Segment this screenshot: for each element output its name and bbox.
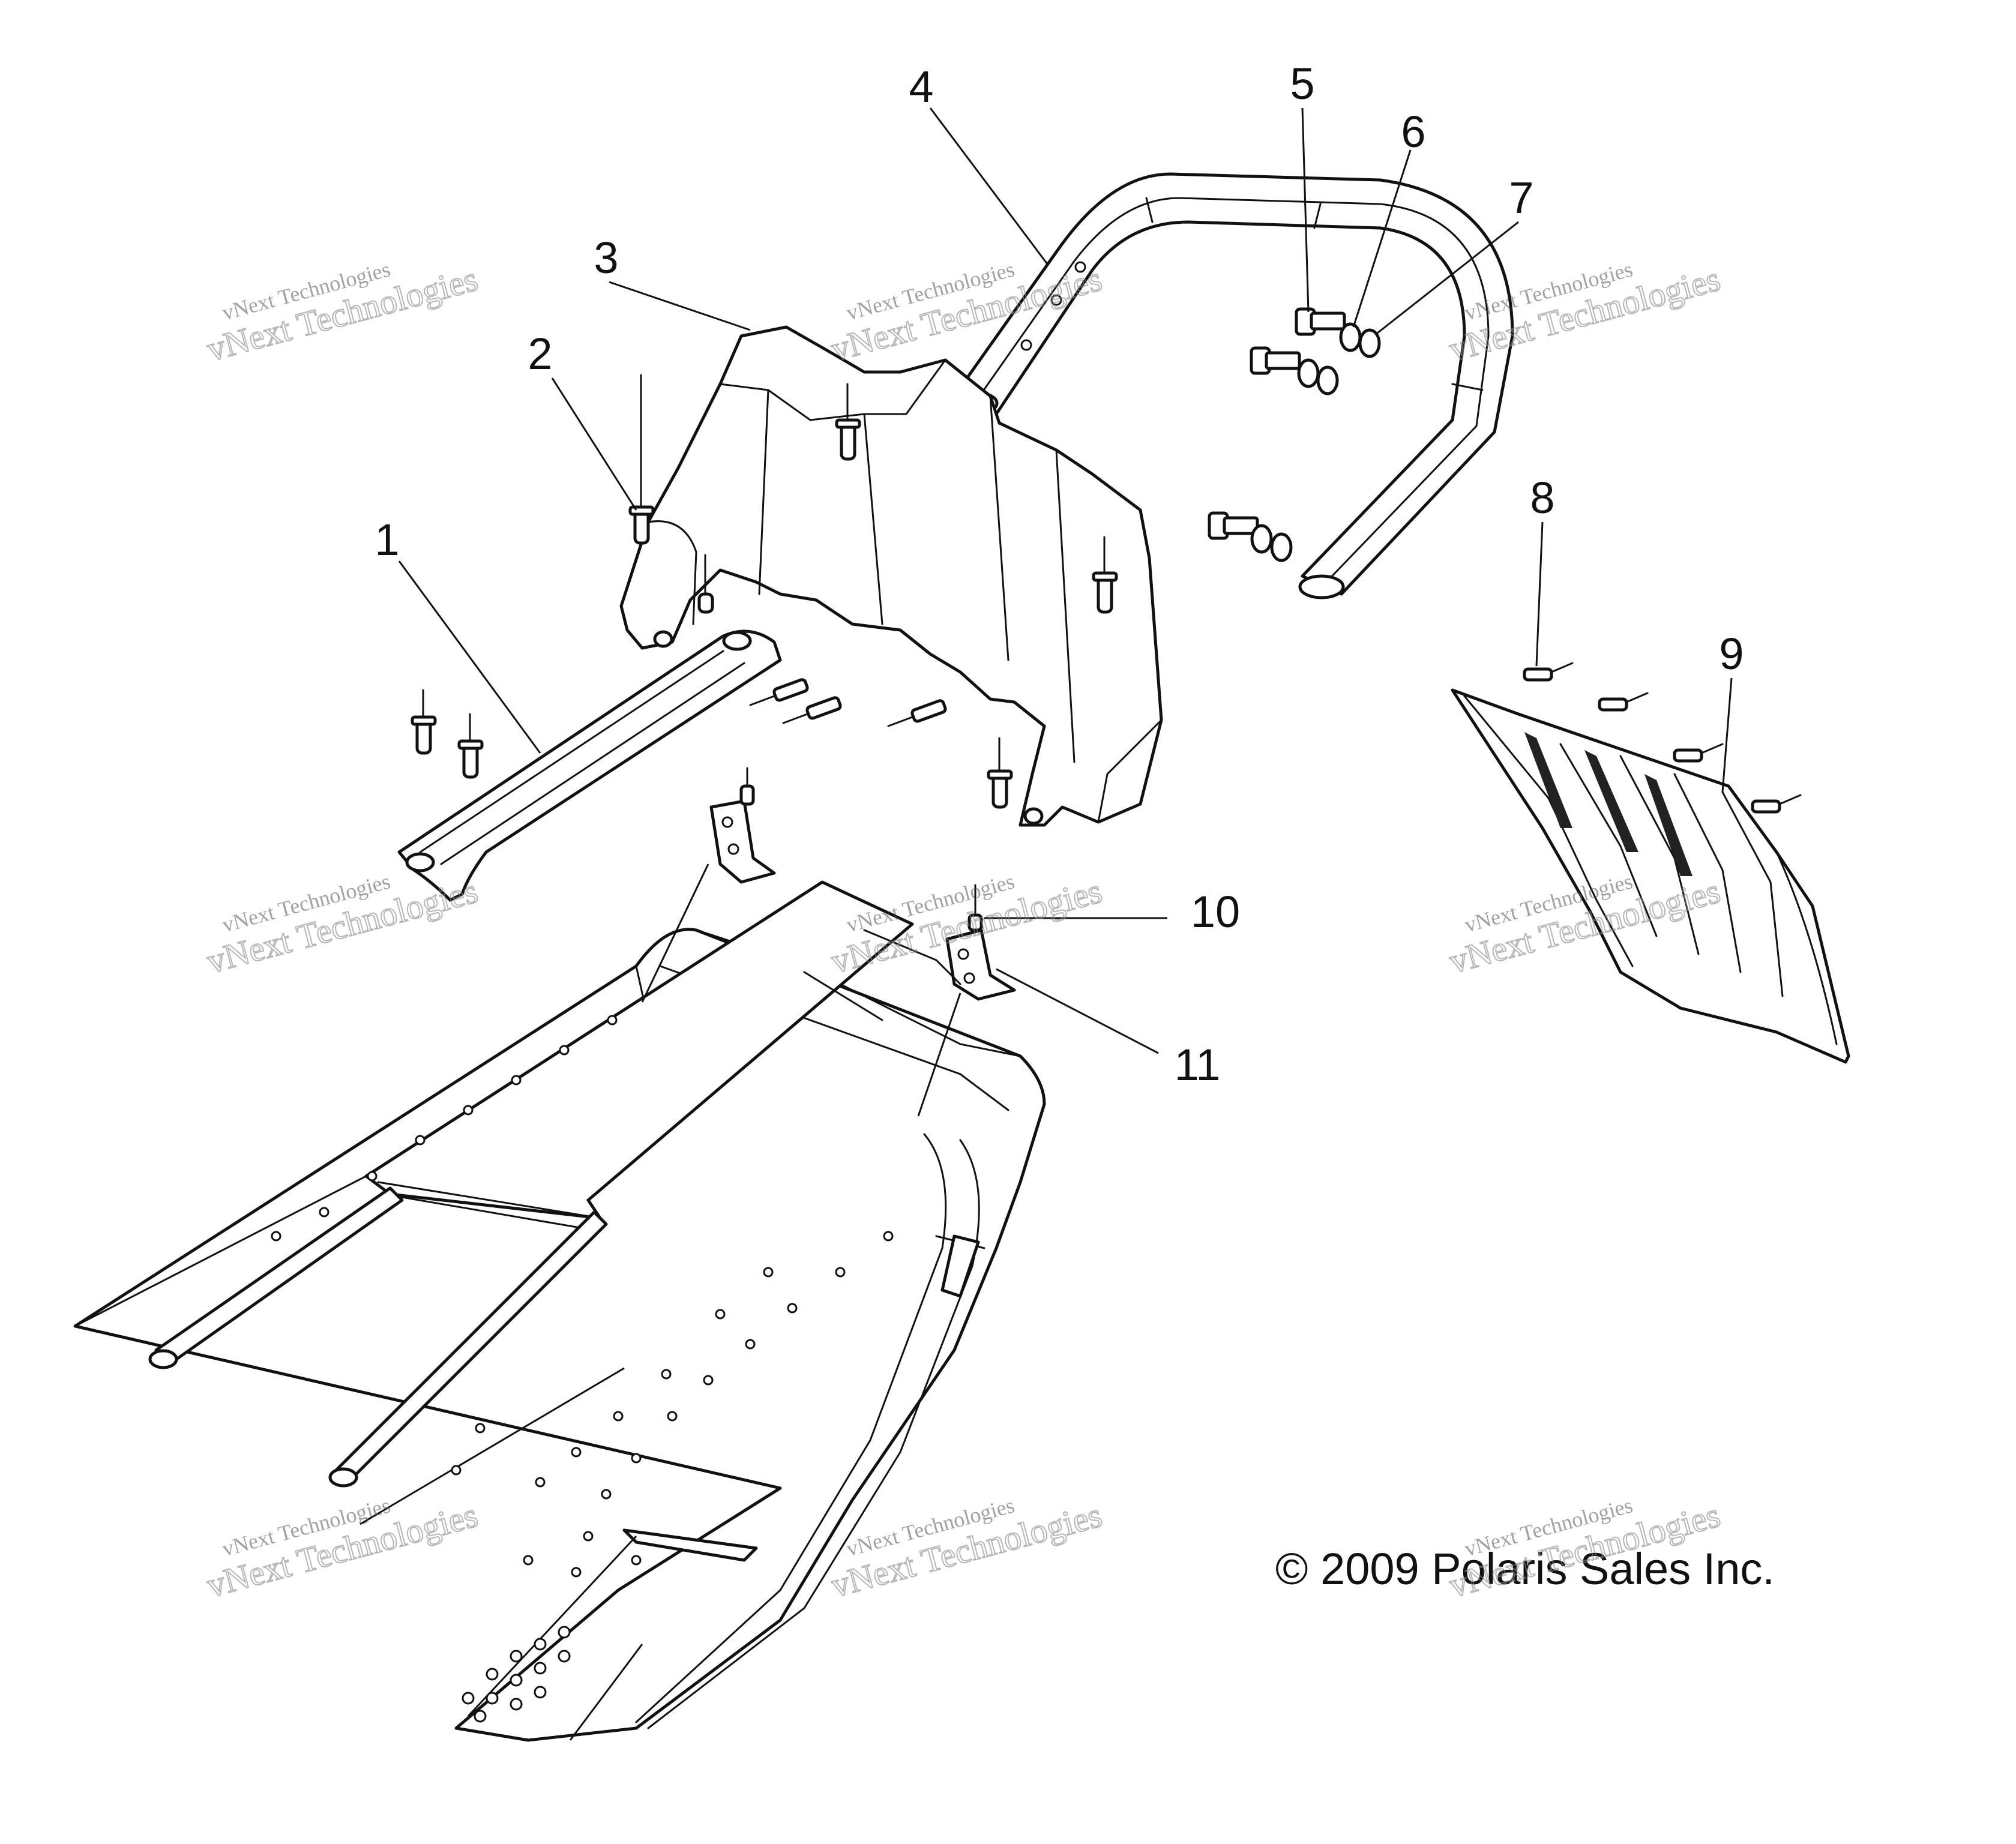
callout-4: 4 [909,62,933,112]
tunnel-chassis [73,880,1046,1742]
callout-2: 2 [528,329,552,379]
copyright-notice: © 2009 Polaris Sales Inc. [1275,1544,1775,1594]
rivet-2 [628,374,655,545]
leader-6 [1352,149,1412,328]
watermark: vNext Technologies vNext Technologies [202,257,483,369]
callout-11: 11 [1175,1040,1221,1090]
snow-flap [1451,688,1850,1064]
callout-5: 5 [1290,59,1314,109]
watermark: vNext Technologies vNext Technologies [202,1493,483,1605]
leader-bracket-a [641,863,709,1003]
watermark: vNext Technologies vNext Technologies [826,1493,1107,1605]
rivet-8 [1523,662,1574,682]
callout-9: 9 [1719,629,1744,679]
callout-1: 1 [375,515,399,565]
rear-bumper-cover [619,325,1163,827]
callouts: 1 2 3 4 5 6 7 8 9 10 11 [375,59,1744,1090]
leader-2 [551,377,637,511]
callout-7: 7 [1509,173,1533,223]
leader-1 [398,560,541,754]
leader-8 [1535,521,1544,667]
leader-3 [609,281,751,331]
callout-3: 3 [594,233,618,283]
leader-lines [398,107,1733,1117]
leader-5 [1301,107,1310,313]
bracket-11 [945,928,1016,1001]
washer-6 [1339,322,1362,352]
leader-11 [996,968,1159,1054]
leader-9 [1721,677,1733,793]
leader-4 [929,107,1049,265]
leader-7 [1377,221,1519,334]
callout-6: 6 [1401,107,1425,157]
push-rivet-set [411,374,1118,809]
leader-bracket-b [917,993,961,1117]
nut-7 [1358,328,1381,358]
flap-rivet-set [1523,662,1802,814]
bolt-5 [1295,307,1346,336]
bolt-washer-nut-set [1208,307,1381,562]
screw-10 [967,884,983,932]
tunnel-brace [397,629,782,902]
callout-8: 8 [1530,473,1554,523]
callout-10: 10 [1191,887,1240,937]
mount-brackets [709,767,1016,1001]
